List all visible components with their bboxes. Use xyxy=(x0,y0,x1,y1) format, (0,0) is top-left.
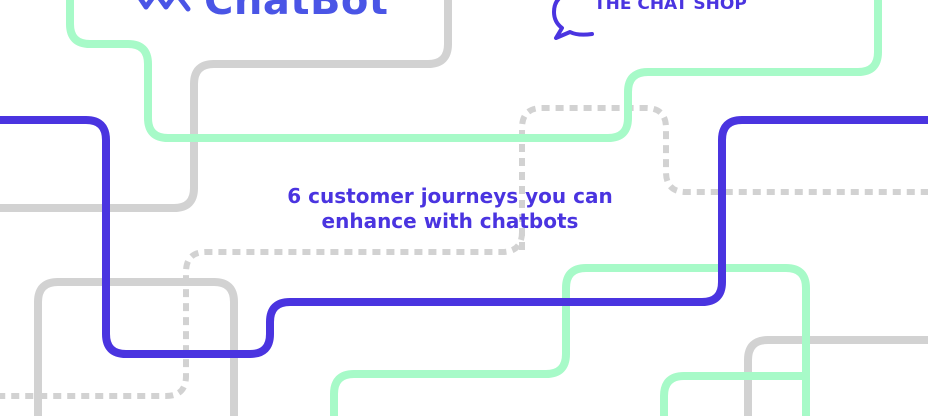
headline-line-1: 6 customer journeys you can xyxy=(287,184,613,208)
mint-line-top xyxy=(66,0,882,142)
chat-bubble-icon xyxy=(552,0,594,40)
chatbot-logo-text: ChatBot xyxy=(204,0,389,24)
mint-line-bottom-right xyxy=(660,372,808,416)
purple-line-left xyxy=(0,116,928,358)
grey-dashed-line-bottom xyxy=(0,231,525,399)
mint-line-bottom-center xyxy=(330,264,810,416)
chat-shop-logo-text: THE CHAT SHOP xyxy=(594,0,747,14)
grey-line-bottom-right xyxy=(744,336,928,416)
grey-line-top-left xyxy=(0,0,452,212)
grey-dashed-line-top xyxy=(519,105,928,250)
headline: 6 customer journeys you can enhance with… xyxy=(250,184,650,234)
chatbot-logo-icon xyxy=(138,0,191,12)
grey-frame-bottom-left xyxy=(34,278,238,416)
headline-line-2: enhance with chatbots xyxy=(321,209,579,233)
chatbot-logo: ChatBot xyxy=(132,0,389,24)
